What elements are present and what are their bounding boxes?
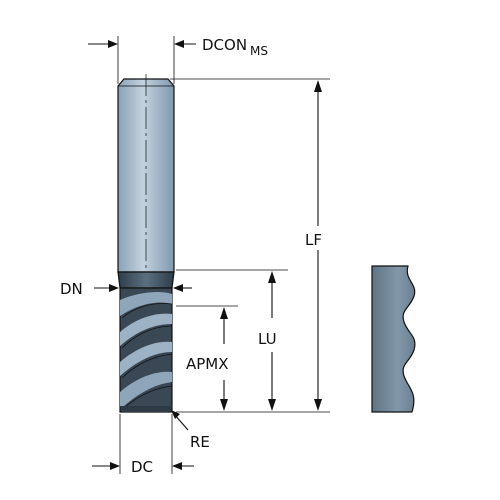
dcon-sub-label: MS [250,44,268,58]
flute-section [119,287,173,413]
lu-dimension: LU [176,269,288,411]
apmx-dimension: APMX [176,305,238,411]
lu-label: LU [258,330,277,348]
tool-neck [117,271,175,289]
tool-shank [117,74,175,273]
lf-dimension: LF [170,78,330,413]
lf-label: LF [305,231,322,249]
dc-label: DC [131,458,153,476]
dc-dimension: DC [92,414,194,476]
dn-dimension: DN [60,280,192,298]
dcon-label: DCON [202,36,247,54]
dn-label: DN [60,280,83,298]
dcon-dimension: DCON MS [88,36,268,84]
re-label: RE [190,433,210,451]
edge-profile-view [371,265,416,413]
re-callout: RE [171,410,210,451]
apmx-label: APMX [186,355,229,373]
